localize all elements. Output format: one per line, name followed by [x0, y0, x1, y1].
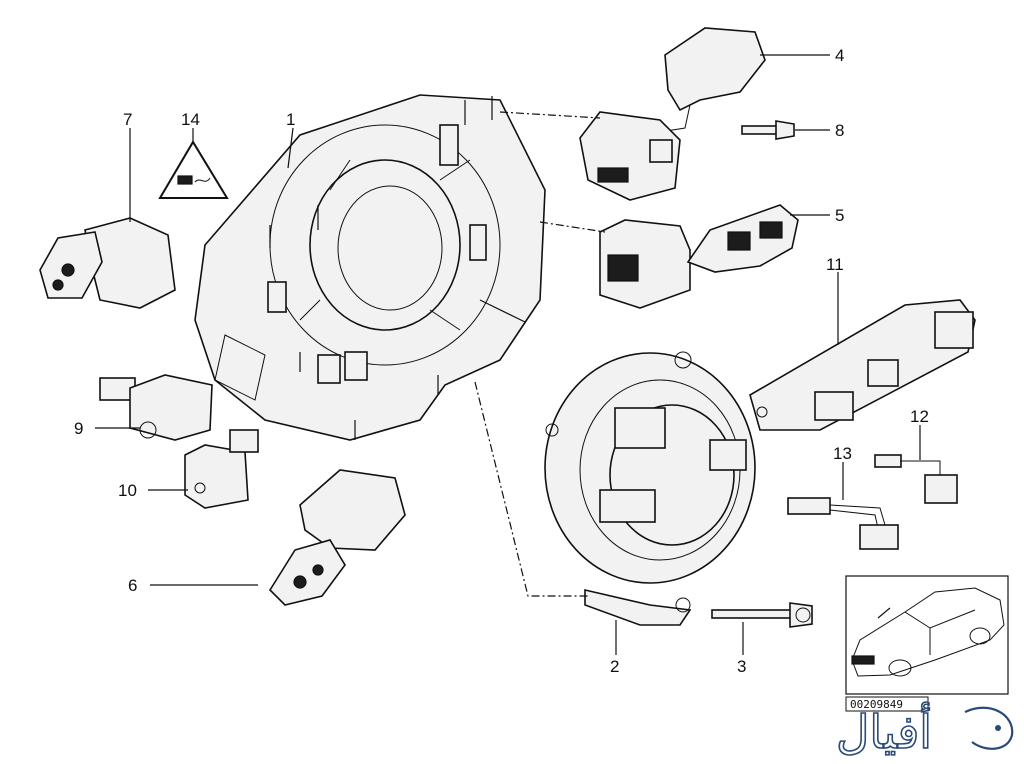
callout-2: 2	[610, 657, 619, 676]
callout-numbers: 1 2 3 4 5 6 7 8 9 10 11 12 13 14	[74, 46, 929, 676]
callout-14: 14	[181, 110, 200, 129]
watermark-logo: أفيال	[835, 701, 1014, 760]
assembly-lines	[474, 111, 606, 597]
callout-5: 5	[835, 206, 844, 225]
screw-part-8	[741, 120, 795, 140]
callout-1: 1	[286, 110, 295, 129]
bolt-part-3	[711, 602, 813, 628]
callout-3: 3	[737, 657, 746, 676]
stalk-switch-part-4	[579, 27, 766, 201]
switch-housing-part-1	[194, 94, 546, 441]
callout-4: 4	[835, 46, 844, 65]
clock-spring-part-2	[544, 351, 756, 626]
callout-9: 9	[74, 419, 83, 438]
switch-part-9	[99, 374, 213, 441]
callout-7: 7	[123, 110, 132, 129]
cable-part-12	[874, 454, 958, 504]
switch-part-6	[268, 469, 406, 606]
stalk-switch-part-5	[599, 204, 799, 309]
callout-8: 8	[835, 121, 844, 140]
switch-part-10	[184, 429, 259, 509]
callout-12: 12	[910, 407, 929, 426]
warning-label-part-14	[158, 140, 229, 199]
callout-13: 13	[833, 444, 852, 463]
cable-part-13	[787, 497, 899, 550]
inset-code: 00209849	[850, 698, 903, 711]
callout-6: 6	[128, 576, 137, 595]
vehicle-inset: 00209849	[845, 575, 1009, 712]
watermark-text: أفيال	[836, 702, 932, 759]
switch-part-7	[39, 217, 176, 309]
callout-10: 10	[118, 481, 137, 500]
leader-lines	[95, 54, 921, 655]
callout-11: 11	[826, 255, 844, 274]
control-module-part-11	[749, 299, 976, 431]
